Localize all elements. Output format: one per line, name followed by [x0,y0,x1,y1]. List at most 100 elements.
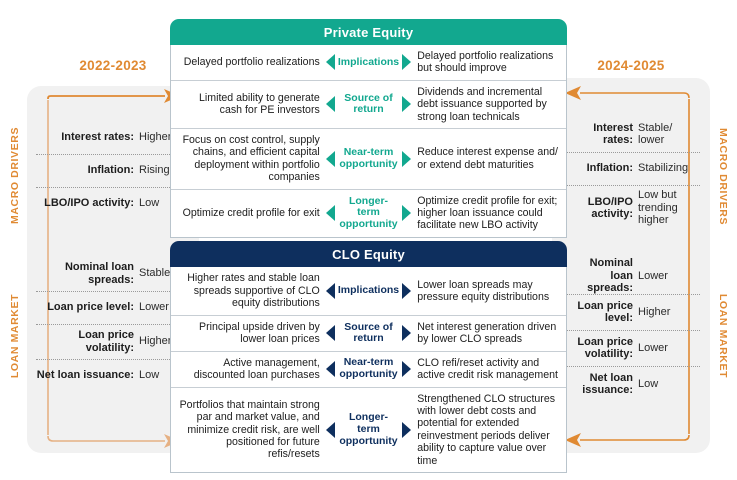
left-macro-drivers-label: MACRO DRIVERS [9,126,21,224]
card-row-right: Lower loan spreads may pressure equity d… [417,278,550,303]
card-row-label: Source of return [344,91,393,116]
card-row-right: Optimize credit profile for exit; higher… [417,194,558,232]
card-row-left: Higher rates and stable loan spreads sup… [187,272,320,310]
driver-row: Nominal loan spreads: Lower [565,257,700,295]
right-loan-market-label: LOAN MARKET [717,293,729,379]
card-row-label-group: Implications [325,267,412,315]
card-row: Higher rates and stable loan spreads sup… [171,267,566,315]
card-row: Optimize credit profile for exit Longer-… [171,188,566,237]
card-row-label-group: Source of return [325,316,412,351]
card-row-label: Implications [337,284,400,297]
driver-key: Loan price volatility: [577,335,633,361]
clo-equity-card: CLO Equity Higher rates and stable loan … [170,241,567,474]
right-triangle-icon [402,96,412,113]
card-row-label-group: Near-term opportunity [325,352,412,387]
driver-value: Higher [638,305,671,318]
right-triangle-icon [402,361,412,378]
driver-value: Higher [139,335,172,348]
driver-key: Nominal loan spreads: [587,257,633,295]
driver-value: Low but trending higher [638,189,678,227]
private-equity-title: Private Equity [170,19,567,45]
left-year-label: 2022-2023 [79,58,147,73]
card-row-left: Optimize credit profile for exit [182,207,320,220]
driver-row: Loan price level: Higher [565,294,700,330]
driver-row: Interest rates: Stable/ lower [565,116,700,152]
card-row-label: Longer-term opportunity [339,194,398,231]
card-row-right: Net interest generation driven by lower … [417,321,557,346]
driver-value: Low [139,369,160,382]
driver-value: Lower [638,269,668,282]
card-row-label-group: Near-term opportunity [325,129,412,189]
driver-row: Inflation: Rising [36,154,186,187]
card-row-right: Delayed portfolio realizations but shoul… [417,50,554,75]
card-row-label: Near-term opportunity [339,356,398,381]
right-triangle-icon [402,421,412,438]
left-triangle-icon [325,96,335,113]
right-triangle-icon [402,205,412,222]
card-row-label-group: Source of return [325,81,412,128]
driver-value: Low [139,197,160,210]
left-triangle-icon [325,361,335,378]
card-row-left: Portfolios that maintain strong par and … [179,398,320,461]
driver-value: Stabilizing [638,162,689,175]
left-triangle-icon [325,325,335,342]
clo-equity-title: CLO Equity [170,241,567,267]
driver-row: Interest rates: Higher [36,121,186,154]
card-row-label-group: Longer-term opportunity [325,190,412,237]
driver-value: Stable/ lower [638,121,673,147]
driver-key: Loan price volatility: [78,329,134,354]
left-macro-drivers-table: Interest rates: Higher Inflation: Rising… [36,121,186,220]
driver-row: Loan price volatility: Higher [36,324,186,359]
driver-key: Net loan issuance: [582,371,633,397]
left-triangle-icon [325,205,335,222]
card-row-left: Delayed portfolio realizations [183,56,320,69]
driver-key: Interest rates: [593,121,633,147]
driver-row: Loan price level: Lower [36,291,186,324]
left-loan-market-label: LOAN MARKET [9,293,21,379]
driver-row: Nominal loan spreads: Stable [36,256,186,291]
card-row: Focus on cost control, supply chains, an… [171,128,566,189]
card-row-label-group: Implications [325,45,412,80]
driver-key: Inflation: [586,162,633,175]
driver-row: LBO/IPO activity: Low [36,187,186,220]
right-macro-panel [552,78,710,453]
right-triangle-icon [402,283,412,299]
private-equity-card: Private Equity Delayed portfolio realiza… [170,19,567,238]
right-loan-market-table: Nominal loan spreads: Lower Loan price l… [565,257,700,402]
right-triangle-icon [402,150,412,167]
card-row: Limited ability to generate cash for PE … [171,79,566,128]
driver-key: LBO/IPO activity: [44,197,134,210]
driver-key: Interest rates: [61,131,134,144]
left-triangle-icon [325,283,335,299]
card-row-right: Dividends and incremental debt issuance … [417,85,547,123]
driver-key: Nominal loan spreads: [64,261,134,286]
card-row-label: Near-term opportunity [339,146,398,170]
left-triangle-icon [325,150,335,167]
driver-row: Net loan issuance: Low [565,366,700,402]
driver-value: Higher [139,131,172,144]
right-macro-drivers-label: MACRO DRIVERS [717,128,729,226]
card-row-right: Reduce interest expense and/ or extend d… [417,146,558,171]
card-row: Principal upside driven by lower loan pr… [171,315,566,351]
card-row-label-group: Longer-term opportunity [325,388,412,472]
driver-row: Loan price volatility: Lower [565,330,700,366]
card-row: Active management, discounted loan purch… [171,350,566,387]
card-row-left: Focus on cost control, supply chains, an… [182,134,320,184]
card-row-left: Principal upside driven by lower loan pr… [199,321,320,346]
driver-row: Net loan issuance: Low [36,359,186,392]
driver-key: Loan price level: [47,301,134,314]
card-row: Portfolios that maintain strong par and … [171,386,566,472]
card-row-label: Implications [337,55,400,68]
driver-key: LBO/IPO activity: [587,195,633,221]
left-triangle-icon [325,421,335,438]
card-row-left: Active management, discounted loan purch… [193,356,320,382]
left-triangle-icon [325,54,335,71]
right-triangle-icon [402,325,412,342]
driver-row: Inflation: Stabilizing [565,152,700,185]
left-loan-market-table: Nominal loan spreads: Stable Loan price … [36,256,186,392]
driver-value: Lower [638,341,668,354]
card-row: Delayed portfolio realizations Implicati… [171,45,566,80]
clo-equity-rows: Higher rates and stable loan spreads sup… [170,267,567,474]
private-equity-rows: Delayed portfolio realizations Implicati… [170,45,567,238]
